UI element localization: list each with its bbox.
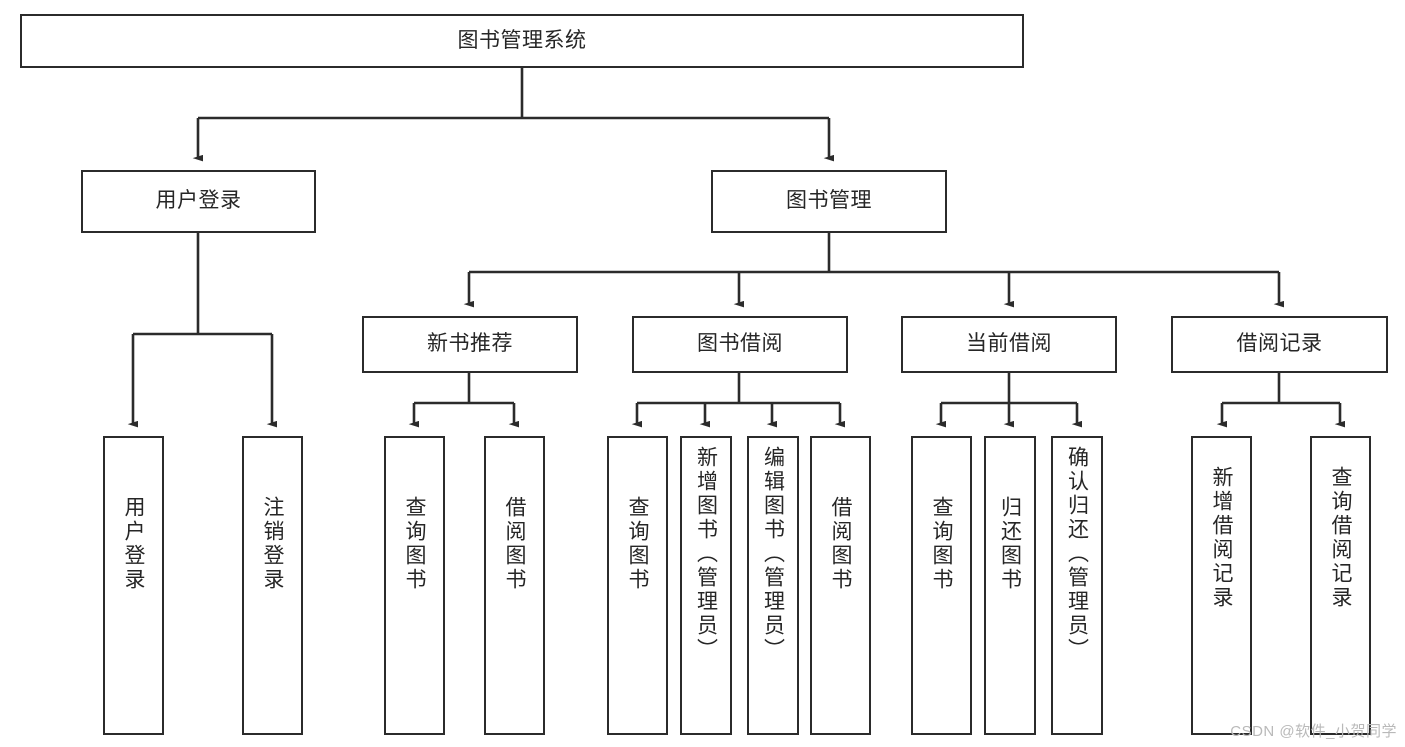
- leaf-confirm-return-admin[interactable]: 确认归还（管理员）: [1051, 436, 1103, 735]
- node-label: 新书推荐: [427, 332, 513, 356]
- node-current-borrow[interactable]: 当前借阅: [901, 316, 1117, 373]
- node-label: 归还图书: [998, 496, 1022, 592]
- leaf-add-borrow-record[interactable]: 新增借阅记录: [1191, 436, 1252, 735]
- node-label: 查询图书: [403, 496, 426, 592]
- leaf-query-book-recommend[interactable]: 查询图书: [384, 436, 445, 735]
- node-label: 新增图书（管理员）: [694, 446, 718, 662]
- node-label: 图书管理系统: [457, 28, 587, 52]
- node-book-borrow[interactable]: 图书借阅: [632, 316, 848, 373]
- node-label: 借阅记录: [1236, 332, 1323, 356]
- leaf-borrow-book-recommend[interactable]: 借阅图书: [484, 436, 545, 735]
- leaf-add-book-admin[interactable]: 新增图书（管理员）: [680, 436, 732, 735]
- node-label: 新增借阅记录: [1210, 466, 1233, 610]
- node-label: 用户登录: [155, 189, 242, 213]
- node-label: 用户登录: [122, 496, 145, 592]
- node-book-management[interactable]: 图书管理: [711, 170, 947, 233]
- node-borrow-record[interactable]: 借阅记录: [1171, 316, 1388, 373]
- node-label: 注销登录: [261, 496, 284, 592]
- node-label: 图书借阅: [697, 332, 783, 356]
- node-label: 借阅图书: [829, 496, 852, 592]
- leaf-borrow-book[interactable]: 借阅图书: [810, 436, 871, 735]
- node-label: 借阅图书: [503, 496, 526, 592]
- node-user-login[interactable]: 用户登录: [81, 170, 316, 233]
- leaf-query-borrow-record[interactable]: 查询借阅记录: [1310, 436, 1371, 735]
- node-root-system[interactable]: 图书管理系统: [20, 14, 1024, 68]
- node-label: 当前借阅: [966, 332, 1052, 356]
- node-label: 确认归还（管理员）: [1065, 446, 1089, 662]
- leaf-query-book-current[interactable]: 查询图书: [911, 436, 972, 735]
- leaf-query-book-borrow[interactable]: 查询图书: [607, 436, 668, 735]
- node-label: 查询图书: [930, 496, 953, 592]
- leaf-logout[interactable]: 注销登录: [242, 436, 303, 735]
- csdn-watermark: CSDN @软件_小贺同学: [1230, 723, 1397, 740]
- leaf-return-book[interactable]: 归还图书: [984, 436, 1036, 735]
- node-new-book-recommend[interactable]: 新书推荐: [362, 316, 578, 373]
- leaf-edit-book-admin[interactable]: 编辑图书（管理员）: [747, 436, 799, 735]
- node-label: 查询借阅记录: [1329, 466, 1352, 610]
- leaf-user-login[interactable]: 用户登录: [103, 436, 164, 735]
- node-label: 图书管理: [786, 189, 872, 213]
- node-label: 查询图书: [626, 496, 649, 592]
- node-label: 编辑图书（管理员）: [761, 446, 785, 662]
